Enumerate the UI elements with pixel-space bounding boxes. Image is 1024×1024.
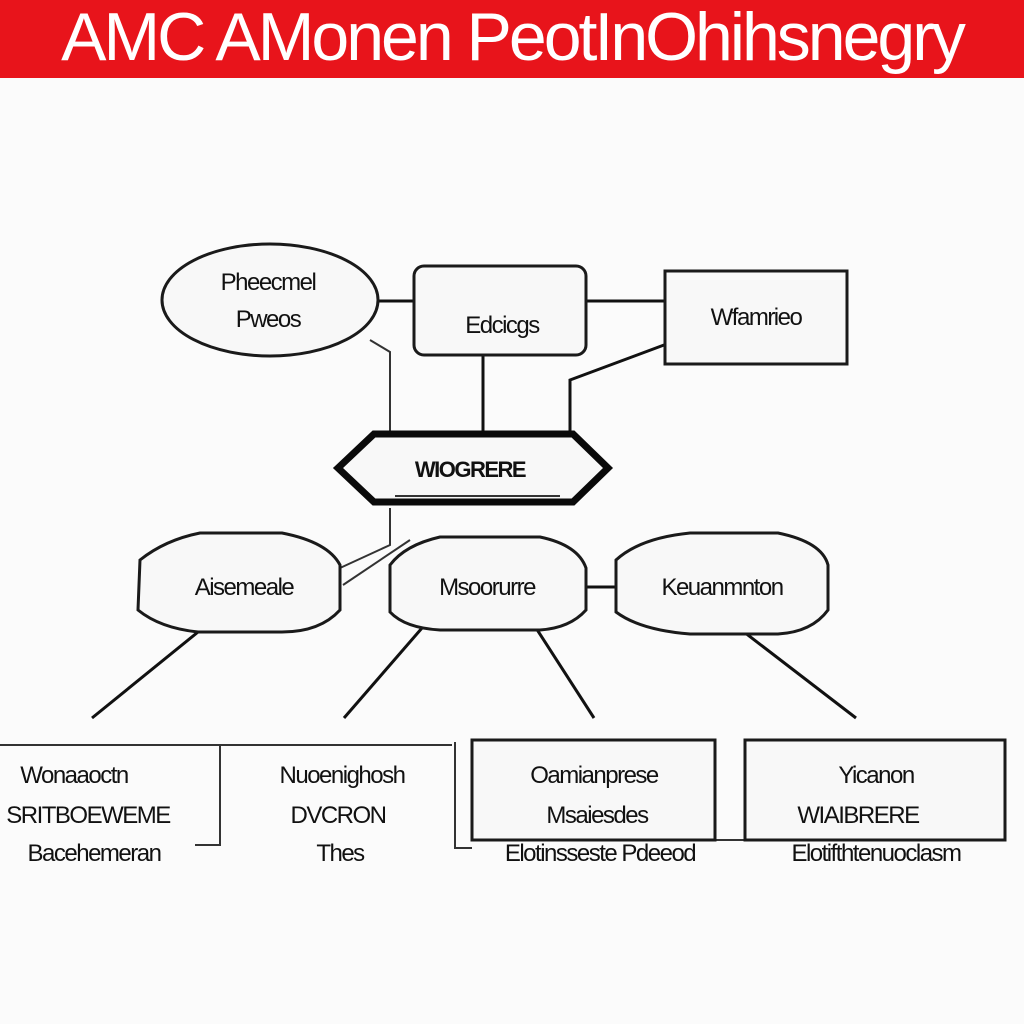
connector-midleft-midcenter <box>342 539 411 586</box>
node-hub-label: WIOGRERE <box>415 457 526 482</box>
node-bottom-2-label-2: DVCRON <box>290 802 385 829</box>
node-bottom-3-label-1: Oamianprese <box>530 762 659 789</box>
node-bottom-3-shape <box>470 738 717 842</box>
connector-bottom2-bottom3 <box>454 742 472 849</box>
banner-title: AMC AMonen PeotInOhihsnegry <box>61 0 966 75</box>
node-mid-center-label: Msoorurre <box>439 574 536 601</box>
node-top-left-shape <box>160 242 380 358</box>
node-bottom-1-label-1: Wonaaoctn <box>20 762 128 789</box>
connector-hub-midleft <box>339 508 391 569</box>
connector-midright-bottom4 <box>743 630 857 720</box>
node-mid-left-label: Aisemeale <box>195 574 295 601</box>
node-mid-right[interactable]: Keuanmnton <box>614 531 830 636</box>
node-top-left-label-2: Pweos <box>236 306 302 333</box>
node-bottom-2: Nuoenighosh DVCRON Thes <box>280 762 407 867</box>
node-bottom-4-shape <box>743 738 1007 842</box>
node-hub-shape <box>332 430 614 506</box>
node-top-center-shape <box>412 264 588 357</box>
title-banner <box>0 0 1024 78</box>
connector-topleft-hub <box>369 339 391 432</box>
node-bottom-1[interactable]: Wonaaoctn SRITBOEWEME Bacehemeran <box>0 744 221 867</box>
node-bottom-3[interactable]: Oamianprese Msaiesdes Elotinsseste Pdeeo… <box>470 738 717 867</box>
node-top-left-label-1: Pheecmel <box>221 269 316 296</box>
node-bottom-1-label-2: SRITBOEWEME <box>6 802 170 829</box>
node-bottom-3-label-2: Msaiesdes <box>546 802 649 829</box>
node-mid-left-shape <box>136 531 342 634</box>
connector-midcenter-bottom3 <box>534 627 596 719</box>
connector-midcenter-bottom2 <box>342 627 424 719</box>
node-top-right[interactable]: Wfamrieo <box>663 269 849 366</box>
node-top-right-label: Wfamrieo <box>711 304 803 331</box>
node-top-left[interactable]: Pheecmel Pweos <box>160 242 380 358</box>
node-bottom-1-label-3: Bacehemeran <box>28 840 161 867</box>
connector-group <box>91 299 857 849</box>
node-bottom-1-frame <box>0 744 221 846</box>
node-mid-left[interactable]: Aisemeale <box>136 531 342 634</box>
node-bottom-4-label-2: WIAIBRERE <box>797 802 919 829</box>
connector-midleft-bottom1 <box>91 630 199 720</box>
connector-topright-hub <box>568 343 665 432</box>
node-top-right-shape <box>663 269 849 366</box>
node-bottom-2-label-3: Thes <box>316 840 365 867</box>
node-bottom-2-label-1: Nuoenighosh <box>280 762 405 789</box>
node-bottom-3-label-3: Elotinsseste Pdeeod <box>505 840 695 867</box>
node-bottom-4[interactable]: Yicanon WIAIBRERE Elotifthtenuoclasm <box>743 738 1007 867</box>
node-top-center-label: Edcicgs <box>465 312 540 339</box>
node-top-center[interactable]: Edcicgs <box>412 264 588 357</box>
node-mid-center[interactable]: Msoorurre <box>388 535 588 632</box>
node-mid-center-shape <box>388 535 588 632</box>
node-bottom-4-label-1: Yicanon <box>838 762 913 789</box>
node-bottom-4-label-3: Elotifthtenuoclasm <box>791 840 961 867</box>
node-mid-right-shape <box>614 531 830 636</box>
node-mid-right-label: Keuanmnton <box>661 574 782 601</box>
node-hub[interactable]: WIOGRERE <box>332 430 614 506</box>
